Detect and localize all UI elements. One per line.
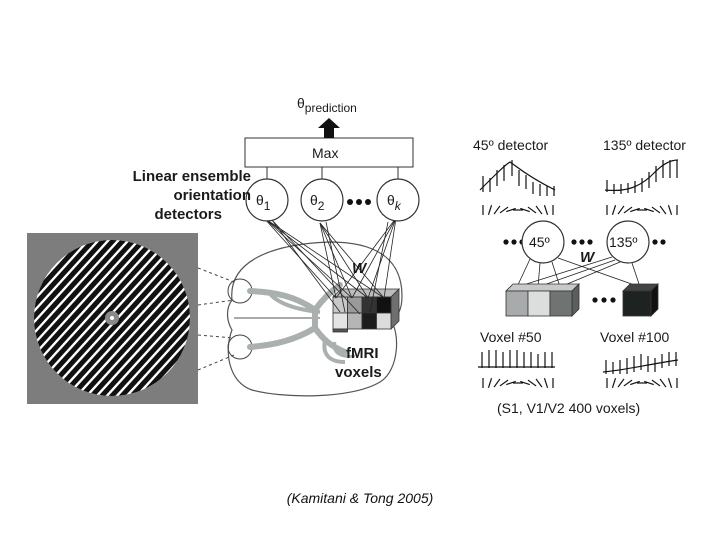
orientation-bar [623,379,633,387]
ellipsis-dots [347,199,371,205]
orientation-bar [611,205,617,215]
detector-45-label: 45º detector [473,137,548,153]
orientation-bar [493,378,501,388]
grating-stripe [48,240,190,396]
grating-stripe [38,240,190,396]
detector-node-2: θ2 [300,178,344,222]
orientation-bar [506,380,516,386]
voxel-cubes [505,283,659,317]
orientation-bar [667,205,673,215]
grating-stripe [34,240,142,396]
grating-stripe [0,200,10,420]
weight-label-right: W [580,249,596,266]
svg-text:135º: 135º [609,234,637,250]
orientation-bars-bottom [482,378,678,388]
right-ellipsis-right [652,239,666,245]
orientation-bar [543,205,549,215]
orientation-bar [617,378,625,388]
svg-text:θk: θk [387,192,402,213]
voxel-50-label: Voxel #50 [480,329,542,345]
grating-stripe [34,240,190,396]
grating-stripe [34,240,152,396]
grating-stripe [108,240,190,396]
orientation-bar [659,378,667,388]
grating-stripe [98,240,190,396]
detector-node-k: θk [376,178,420,222]
grating-stripe [88,240,190,396]
cube-ellipsis [592,297,616,303]
orientation-bar [630,207,640,213]
voxel-grid [332,288,400,333]
orientation-bar [667,378,673,388]
orientation-bar [493,205,501,215]
max-connectors [266,167,399,179]
right-weight-connections [516,256,641,288]
orientation-bar [543,378,549,388]
grating-stripe [68,240,190,396]
orientation-bar [499,206,509,214]
grating-stripe [58,240,190,396]
orientation-bar [623,206,633,214]
voxel-footnote: (S1, V1/V2 400 voxels) [497,400,640,416]
grating-stripe [0,200,30,420]
grating-stripe [34,240,182,396]
node-45 [521,220,565,264]
detector-135-label: 135º detector [603,137,686,153]
grating-stripe [34,240,172,396]
citation: (Kamitani & Tong 2005) [286,490,434,506]
svg-text:45º: 45º [529,234,550,250]
weight-label-left: W [352,260,368,277]
tuning-curve-135 [604,159,679,194]
orientation-bar [499,379,509,387]
fmri-label-line2: voxels [335,364,382,381]
weight-connections [263,217,397,315]
orientation-bar [651,206,661,214]
grating-stripe [78,240,190,396]
orientation-bar [527,379,537,387]
prediction-label: θprediction [297,95,357,115]
orientation-bar [630,380,640,386]
grating-stripe [34,240,190,396]
ensemble-label-line3: detectors [154,206,222,223]
orientation-bar [535,205,543,215]
detector-node-1: θ1 [245,178,289,222]
detector-nodes: θ1 θ2 θk [245,178,420,222]
voxel-100-label: Voxel #100 [600,329,669,345]
orientation-bars-top [482,205,678,215]
ensemble-label-line2: orientation [174,187,252,204]
grating-stripe [0,200,20,420]
orientation-bar [527,206,537,214]
orientation-bar [611,378,617,388]
orientation-bar [617,205,625,215]
brain-outline [226,241,403,397]
orientation-bar [520,380,530,386]
orientation-bar [644,207,654,213]
tuning-curve-45 [479,160,556,196]
orientation-bar [535,378,543,388]
grating-stimulus [0,200,198,420]
orientation-bar [487,205,493,215]
right-ellipsis-mid [571,239,593,245]
svg-text:θ1: θ1 [256,192,271,213]
voxel-50-response [478,350,555,368]
right-panel: 45º detector 135º detector 45º 135º [473,137,686,416]
ensemble-label-line1: Linear ensemble [133,168,251,185]
output-arrow [318,118,340,138]
orientation-bar [506,207,516,213]
orientation-bar [520,207,530,213]
grating-stripe [118,240,190,396]
grating-stripe [34,240,162,396]
orientation-bar [659,205,667,215]
max-box [244,137,414,168]
orientation-bar [651,379,661,387]
fmri-label-line1: fMRI [346,345,379,362]
node-135 [606,220,650,264]
orientation-bar [644,380,654,386]
svg-text:θ2: θ2 [310,192,325,213]
voxel-100-response [602,352,679,374]
orientation-bar [487,378,493,388]
max-label: Max [312,145,338,161]
